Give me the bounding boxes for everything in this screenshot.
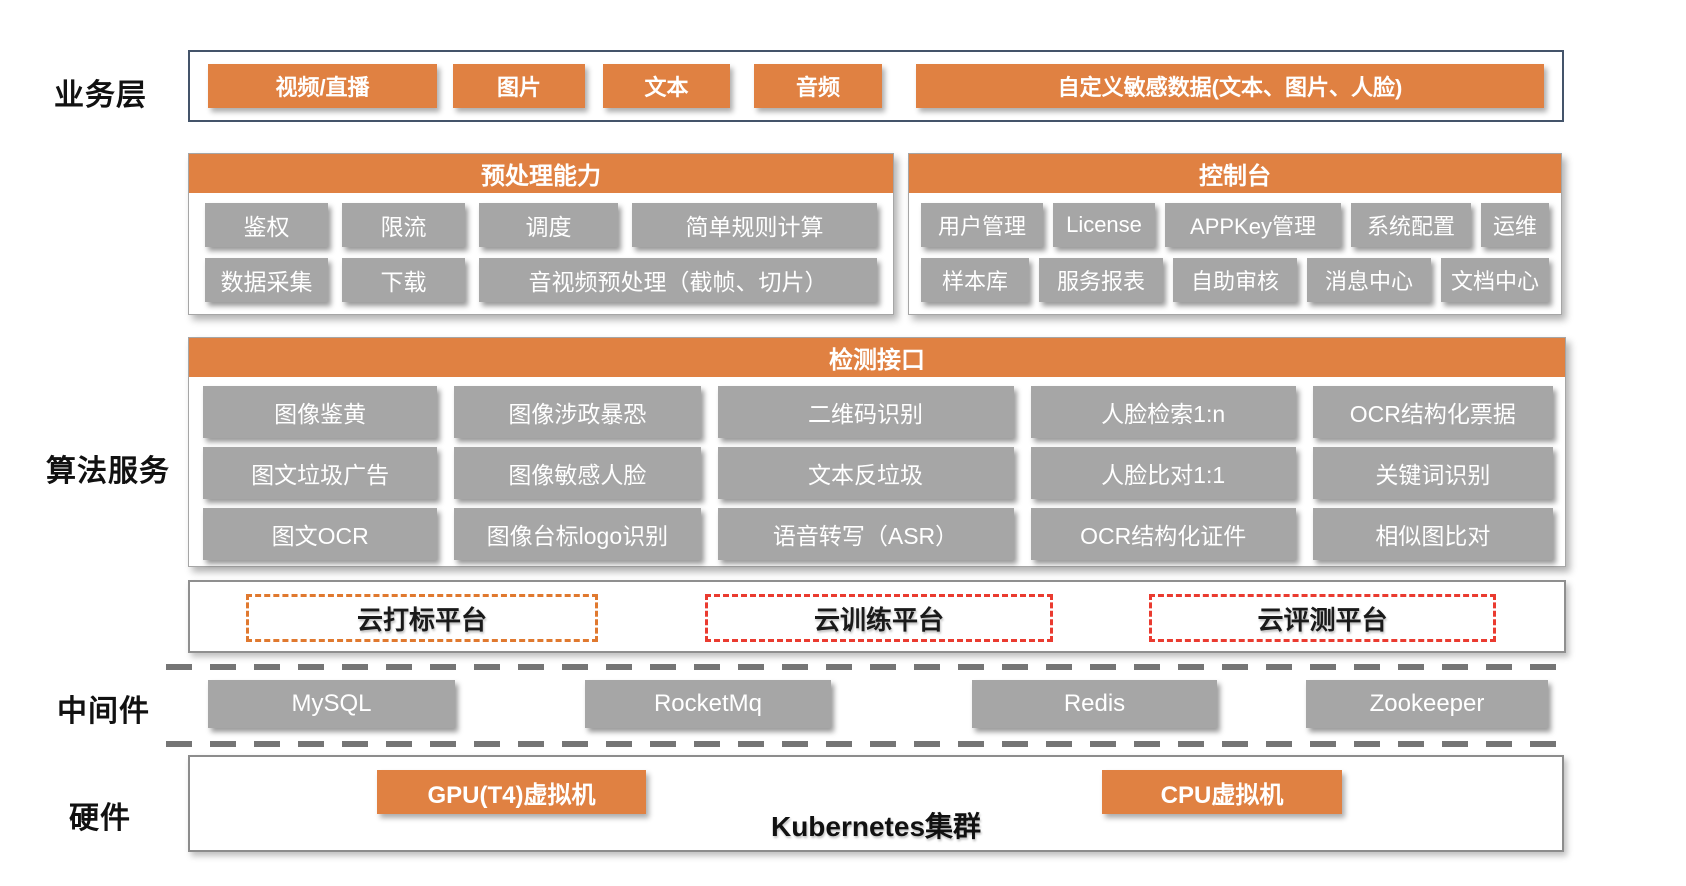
- algo-cell-sensitive-face: 图像敏感人脸: [454, 447, 701, 499]
- console-cell-doc-center: 文档中心: [1441, 258, 1549, 302]
- layer-label-algorithm: 算法服务: [46, 455, 170, 488]
- detection-title: 检测接口: [189, 338, 1565, 377]
- layer-label-hardware: 硬件: [69, 802, 131, 835]
- console-cell-license: License: [1053, 203, 1155, 247]
- console-title: 控制台: [909, 154, 1561, 193]
- platform-training: 云训练平台: [705, 594, 1053, 642]
- console-cell-ops: 运维: [1481, 203, 1549, 247]
- middleware-redis: Redis: [972, 680, 1217, 728]
- hardware-gpu-vm: GPU(T4)虚拟机: [377, 770, 646, 814]
- algo-cell-qrcode: 二维码识别: [717, 386, 1014, 438]
- dashed-divider-top: [166, 664, 1564, 670]
- business-layer-box: 视频/直播 图片 文本 音频 自定义敏感数据(文本、图片、人脸): [188, 50, 1564, 122]
- platform-evaluation: 云评测平台: [1149, 594, 1496, 642]
- algo-cell-porn: 图像鉴黄: [203, 386, 438, 438]
- console-panel: 控制台 用户管理 License APPKey管理 系统配置 运维 样本库 服务…: [908, 153, 1562, 315]
- algo-cell-politics: 图像涉政暴恐: [454, 386, 701, 438]
- algo-cell-text-antispam: 文本反垃圾: [717, 447, 1014, 499]
- algo-cell-ocr-idcard: OCR结构化证件: [1030, 508, 1296, 560]
- algo-cell-keyword: 关键词识别: [1312, 447, 1553, 499]
- algo-cell-asr: 语音转写（ASR）: [717, 508, 1014, 560]
- detection-grid: 图像鉴黄 图像涉政暴恐 二维码识别 人脸检索1:n OCR结构化票据 图文垃圾广…: [189, 377, 1565, 572]
- layer-label-middleware: 中间件: [57, 695, 150, 728]
- algo-cell-face-search: 人脸检索1:n: [1030, 386, 1296, 438]
- preprocess-row-1: 鉴权 限流 调度 简单规则计算: [205, 203, 877, 247]
- console-cell-msg-center: 消息中心: [1307, 258, 1431, 302]
- dashed-divider-bottom: [166, 741, 1564, 747]
- middleware-zookeeper: Zookeeper: [1306, 680, 1548, 728]
- console-cell-self-audit: 自助审核: [1173, 258, 1297, 302]
- console-cell-appkey: APPKey管理: [1165, 203, 1341, 247]
- business-item-video-live: 视频/直播: [208, 64, 437, 108]
- preprocess-body: 鉴权 限流 调度 简单规则计算 数据采集 下载 音视频预处理（截帧、切片）: [189, 193, 893, 312]
- algo-cell-similar-image: 相似图比对: [1312, 508, 1553, 560]
- preprocess-cell-download: 下载: [342, 258, 465, 302]
- console-row-2: 样本库 服务报表 自助审核 消息中心 文档中心: [921, 258, 1549, 302]
- business-item-text: 文本: [603, 64, 730, 108]
- preprocess-cell-auth: 鉴权: [205, 203, 328, 247]
- preprocess-cell-rules: 简单规则计算: [632, 203, 877, 247]
- hardware-box: GPU(T4)虚拟机 CPU虚拟机 Kubernetes集群: [188, 755, 1564, 852]
- hardware-kubernetes-cluster: Kubernetes集群: [770, 811, 982, 842]
- preprocess-cell-schedule: 调度: [479, 203, 618, 247]
- layer-label-business: 业务层: [54, 79, 147, 112]
- algo-cell-ocr: 图文OCR: [203, 508, 438, 560]
- preprocess-cell-av: 音视频预处理（截帧、切片）: [479, 258, 877, 302]
- console-cell-sys-config: 系统配置: [1351, 203, 1471, 247]
- console-cell-sample-lib: 样本库: [921, 258, 1029, 302]
- preprocess-cell-throttle: 限流: [342, 203, 465, 247]
- preprocess-cell-collect: 数据采集: [205, 258, 328, 302]
- algo-cell-face-compare: 人脸比对1:1: [1030, 447, 1296, 499]
- algo-cell-logo: 图像台标logo识别: [454, 508, 701, 560]
- console-row-1: 用户管理 License APPKey管理 系统配置 运维: [921, 203, 1549, 247]
- business-item-audio: 音频: [754, 64, 882, 108]
- console-cell-user-mgmt: 用户管理: [921, 203, 1043, 247]
- business-item-custom-data: 自定义敏感数据(文本、图片、人脸): [916, 64, 1544, 108]
- console-cell-reports: 服务报表: [1039, 258, 1163, 302]
- algo-cell-spam-ad: 图文垃圾广告: [203, 447, 438, 499]
- middleware-mysql: MySQL: [208, 680, 455, 728]
- detection-panel: 检测接口 图像鉴黄 图像涉政暴恐 二维码识别 人脸检索1:n OCR结构化票据 …: [188, 337, 1566, 567]
- preprocess-panel: 预处理能力 鉴权 限流 调度 简单规则计算 数据采集 下载 音视频预处理（截帧、…: [188, 153, 894, 315]
- algo-cell-ocr-invoice: OCR结构化票据: [1312, 386, 1553, 438]
- preprocess-title: 预处理能力: [189, 154, 893, 193]
- console-body: 用户管理 License APPKey管理 系统配置 运维 样本库 服务报表 自…: [909, 193, 1561, 312]
- preprocess-row-2: 数据采集 下载 音视频预处理（截帧、切片）: [205, 258, 877, 302]
- business-item-image: 图片: [453, 64, 585, 108]
- hardware-cpu-vm: CPU虚拟机: [1102, 770, 1342, 814]
- platform-labeling: 云打标平台: [246, 594, 598, 642]
- platforms-box: 云打标平台 云训练平台 云评测平台: [188, 580, 1566, 653]
- middleware-rocketmq: RocketMq: [585, 680, 831, 728]
